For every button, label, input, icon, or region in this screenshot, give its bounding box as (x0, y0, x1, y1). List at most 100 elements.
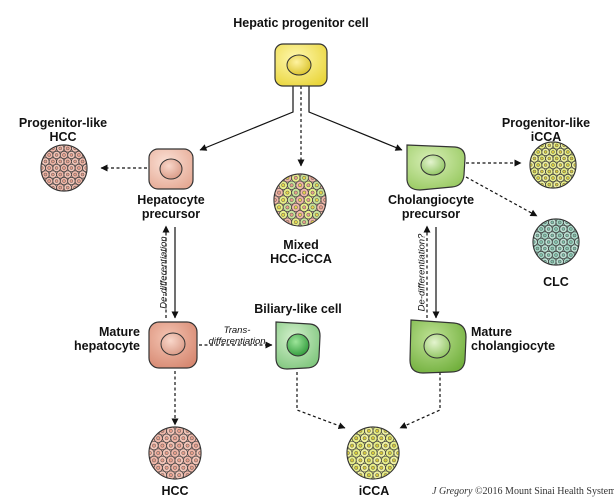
label-hcc: HCC (161, 484, 189, 498)
progenitor-like-hcc-cluster (40, 144, 88, 192)
label-mature-hepatocyte-line1: Mature (99, 325, 140, 339)
cluster-cell-nucleus (323, 198, 326, 202)
label-cholangiocyte-precursor-line2: precursor (401, 207, 461, 221)
cluster-cell-nucleus (547, 156, 552, 161)
cluster-cell-nucleus (562, 156, 566, 161)
cluster-cell-nucleus (558, 150, 563, 154)
cluster-cell-nucleus (152, 458, 156, 463)
cluster-cell-nucleus (310, 205, 315, 210)
cluster-cell-nucleus (156, 465, 161, 470)
cluster-cell-nucleus (550, 220, 555, 225)
cluster-cell-nucleus (554, 253, 558, 257)
cluster-cell-nucleus (543, 246, 547, 251)
cluster-cell-nucleus (547, 169, 552, 174)
cluster-cell-nucleus (561, 227, 566, 231)
hepatocyte-precursor-cell (148, 148, 194, 190)
cluster-cell-nucleus (371, 465, 375, 470)
annotation-transdifferentiation-line1: Trans- (223, 325, 251, 336)
arrow-progenitor-to-hepatocyte-precursor (199, 84, 294, 151)
cluster-cell-nucleus (569, 227, 573, 231)
cluster-cell-nucleus (319, 205, 323, 210)
label-mature-cholangiocyte-line1: Mature (471, 325, 512, 339)
cluster-cell-nucleus (536, 163, 540, 167)
cluster-cell-nucleus (557, 246, 562, 251)
cluster-cell-nucleus (198, 451, 201, 455)
icca-cluster (346, 426, 400, 480)
hepatic-progenitor-cell (274, 43, 328, 87)
cluster-cell-nucleus (354, 436, 359, 441)
cluster-cell-nucleus (47, 179, 51, 183)
cluster-cell-nucleus (80, 172, 85, 177)
cluster-cell-nucleus (396, 451, 399, 455)
biliary-like-cell (275, 321, 321, 370)
cluster-cell-nucleus (181, 451, 186, 455)
cluster-cell-nucleus (194, 443, 198, 448)
cluster-cell-nucleus (65, 185, 70, 190)
cluster-cell-nucleus (173, 436, 177, 441)
cluster-cell-nucleus (54, 166, 59, 170)
cluster-cell-nucleus (573, 163, 576, 167)
copyright-credit: J Gregory ©2016 Mount Sinai Health Syste… (432, 486, 614, 497)
cluster-cell-nucleus (306, 212, 311, 217)
cluster-cell-nucleus (375, 473, 380, 478)
cluster-cell-nucleus (77, 179, 81, 183)
cluster-cell-nucleus (185, 443, 190, 448)
cluster-cell-nucleus (69, 166, 74, 170)
cluster-cell-nucleus (358, 458, 363, 463)
mature-cholangiocyte-cell (409, 319, 467, 374)
label-hepatocyte-precursor: Hepatocyte precursor (116, 193, 226, 221)
cluster-cell-nucleus (58, 159, 63, 164)
label-biliary-like-cell: Biliary-like cell (254, 302, 342, 316)
cluster-cell-nucleus (375, 428, 380, 433)
cluster-cell-nucleus (77, 153, 81, 157)
cluster-cell-nucleus (539, 253, 543, 257)
cluster-cell-nucleus (546, 253, 551, 257)
cluster-cell-nucleus (310, 190, 315, 195)
cluster-cell-nucleus (177, 458, 182, 463)
cluster-cell-nucleus (536, 150, 540, 154)
cluster-cell-nucleus (156, 451, 161, 455)
label-progenitor-like-hcc-line2: HCC (49, 130, 77, 144)
cluster-cell-nucleus (181, 436, 186, 441)
cluster-cell-nucleus (281, 212, 286, 217)
cluster-cell-nucleus (73, 172, 77, 177)
cluster-cell-nucleus (293, 190, 298, 195)
cluster-cell-nucleus (558, 176, 563, 180)
cluster-cell-nucleus (379, 451, 384, 455)
cluster-cell-nucleus (168, 443, 173, 448)
cluster-cell-nucleus (41, 166, 44, 170)
cluster-cell-nucleus (392, 443, 396, 448)
cluster-cell-nucleus (65, 146, 70, 151)
connector-lines (100, 84, 538, 429)
label-progenitor-like-icca: Progenitor-like iCCA (491, 116, 601, 144)
cluster-cell-nucleus (350, 443, 354, 448)
label-mixed-line1: Mixed (283, 238, 319, 252)
cluster-cell-nucleus (293, 220, 298, 225)
cluster-cell-nucleus (302, 190, 307, 195)
cluster-cell-nucleus (302, 220, 307, 225)
clc-cluster (532, 218, 580, 266)
cluster-cell-nucleus (314, 212, 319, 217)
cluster-cell-nucleus (554, 182, 559, 187)
cluster-cell-nucleus (314, 198, 319, 202)
cluster-cell-nucleus (168, 428, 173, 433)
cluster-cell-nucleus (54, 153, 59, 157)
cluster-cell-nucleus (543, 176, 548, 180)
cluster-cell-nucleus (293, 205, 298, 210)
cluster-cell-nucleus (387, 465, 392, 470)
cluster-cell-nucleus (572, 233, 577, 238)
cluster-cell-nucleus (561, 240, 566, 244)
cluster-cell-nucleus (285, 190, 290, 195)
cluster-cell-nucleus (565, 233, 569, 238)
cluster-cell-nucleus (569, 156, 574, 161)
cluster-cell-nucleus (168, 473, 173, 478)
cluster-cell-nucleus (554, 169, 559, 174)
cluster-cell-nucleus (298, 198, 302, 202)
cluster-cell-nucleus (532, 169, 537, 174)
cluster-cell-nucleus (285, 205, 290, 210)
cluster-cell-nucleus (362, 465, 367, 470)
cluster-cell-nucleus (535, 233, 540, 238)
cluster-cell-nucleus (387, 451, 392, 455)
cluster-cell-nucleus (177, 443, 182, 448)
